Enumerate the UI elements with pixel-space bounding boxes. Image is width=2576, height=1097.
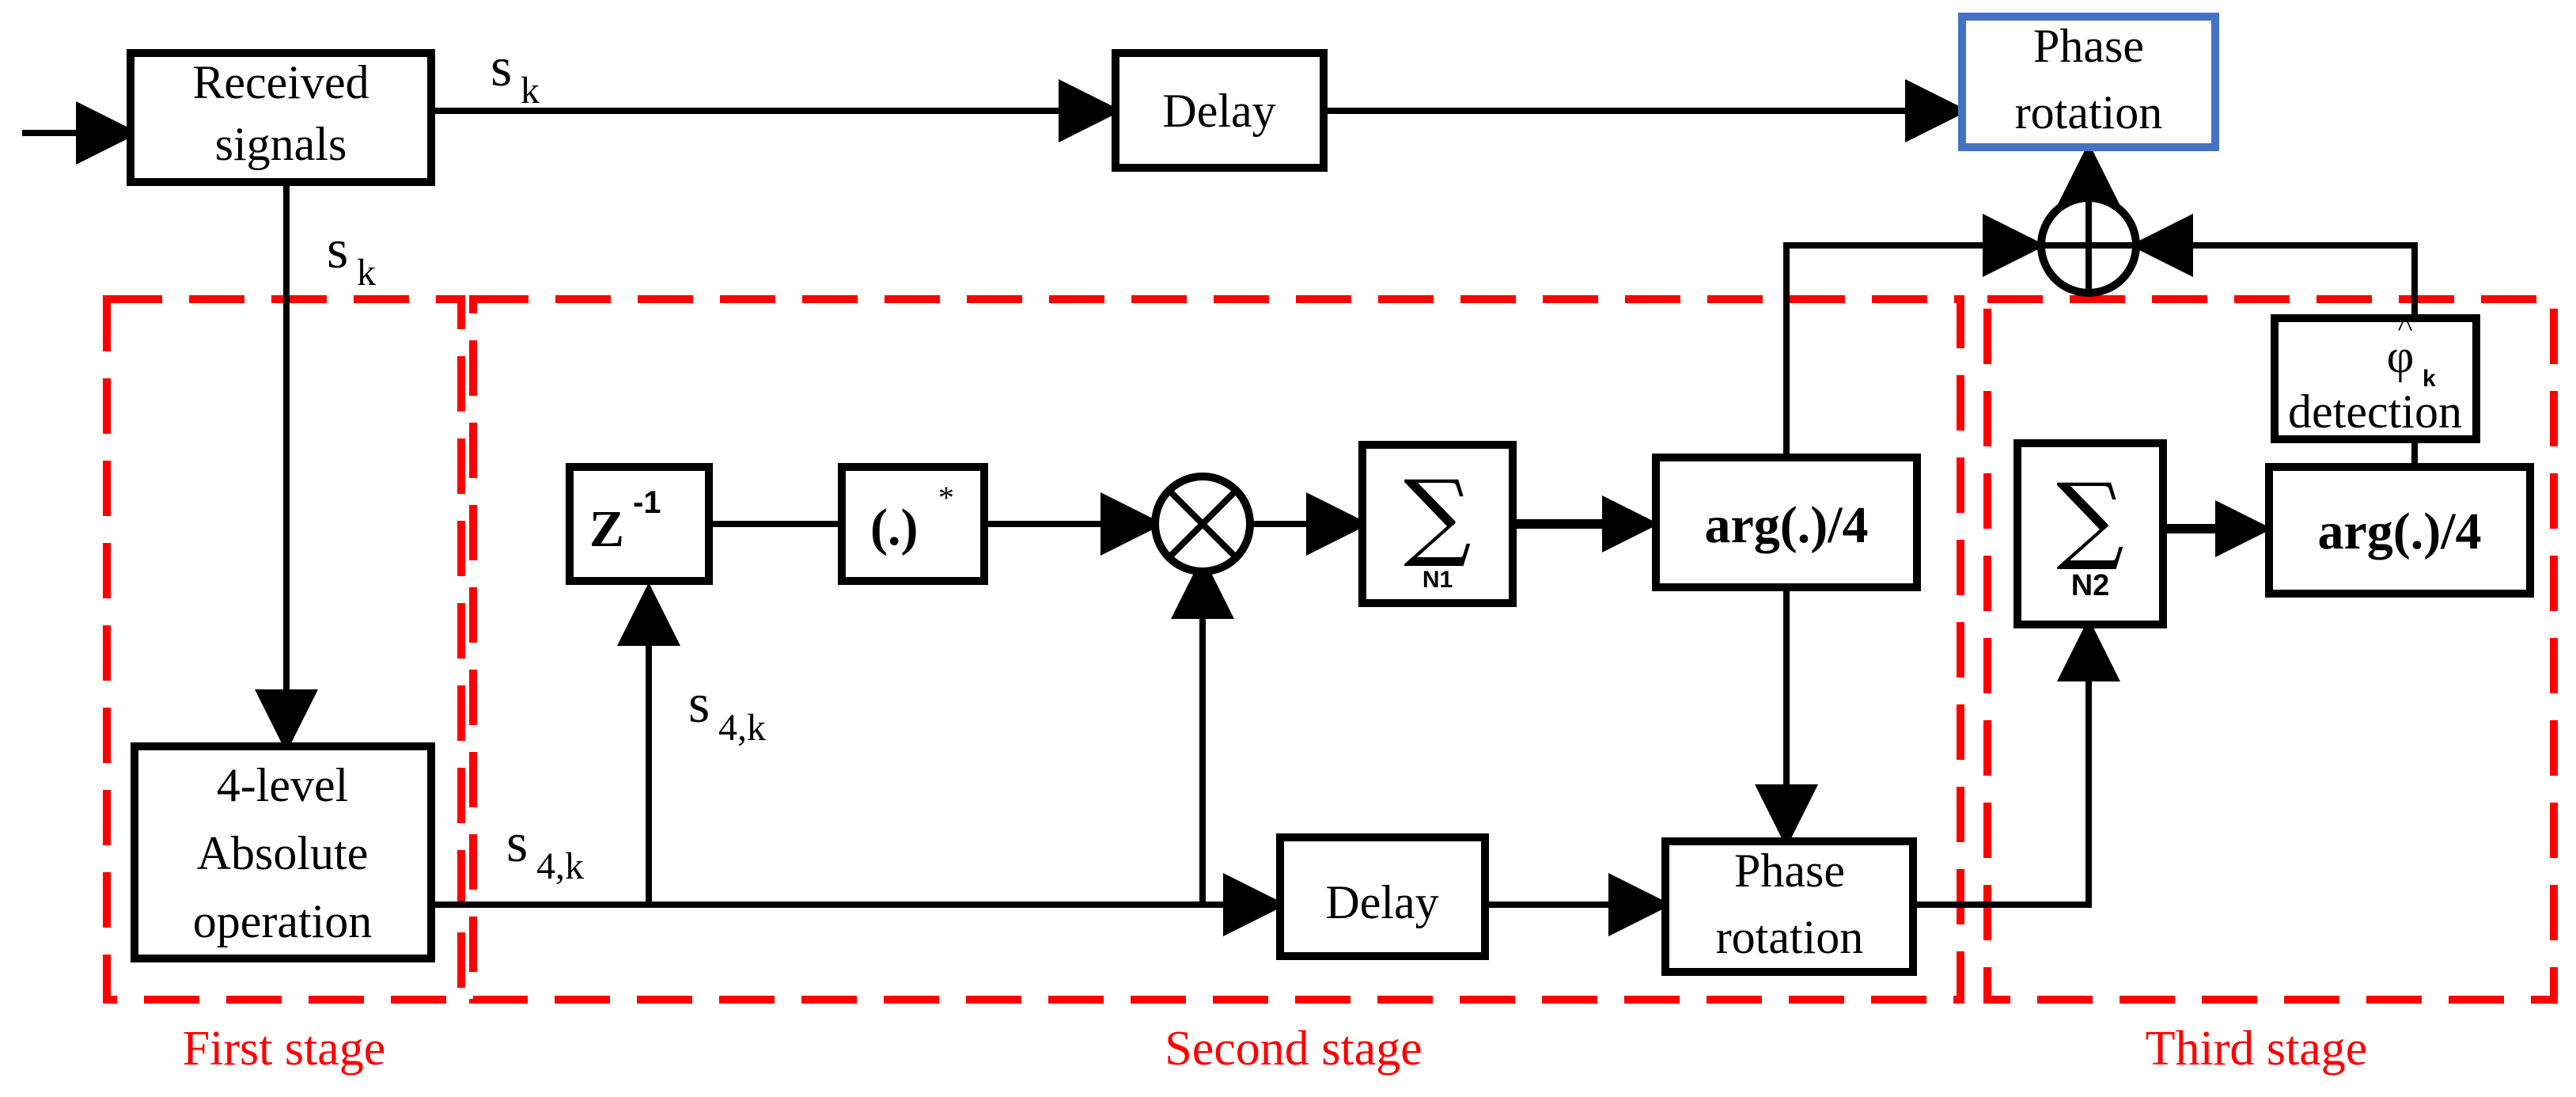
phase-rotation-bottom-line-2: rotation [1716,911,1864,963]
delay-top-block: Delay [1112,49,1328,172]
third-stage-boundary [1983,295,2558,1004]
z-inverse-block: Z -1 [566,463,713,585]
signal-4k-vertical: 4,k [718,707,766,749]
conjugate-block: (.) * [838,463,988,585]
sum-n2-subscript: N2 [2071,569,2110,602]
sum-n1-block: ∑ N1 [1358,441,1517,607]
phi-detection-block: ^ φ k detection [2271,308,2480,443]
signal-label-sk-top: s k [491,37,540,112]
adder-circle [2037,194,2140,297]
z-inverse-label: Z [589,500,624,558]
conjugate-superscript: * [938,480,954,515]
phase-rotation-top-line-2: rotation [2015,86,2163,139]
sum-n2-block: ∑ N2 [2013,439,2167,628]
conjugate-label: (.) [870,499,918,556]
arrow-arg1-to-adder [1783,214,2046,457]
sum-n2-symbol: ∑ [2056,464,2124,574]
received-signals-block: Received signals [127,49,435,186]
signal-label-sk-left: s k [327,219,376,294]
z-inverse-exponent: -1 [633,485,661,520]
signal-k-left: k [357,252,376,294]
phi-detection-hat: ^ [2398,308,2413,344]
arg-div-4-block-2: arg(.)/4 [2265,463,2534,598]
phi-detection-label: detection [2288,385,2462,438]
signal-s-left: s [327,219,348,280]
sum-n1-subscript: N1 [1422,567,1453,593]
signal-s-top: s [491,37,512,98]
absolute-operation-line-1: 4-level [217,759,349,811]
third-stage-caption: Third stage [2146,1022,2368,1076]
signal-s-vertical: s [688,674,710,734]
phase-rotation-bottom-block: Phase rotation [1661,837,1917,976]
delay-bottom-block: Delay [1276,833,1489,960]
received-signals-line-2: signals [215,118,347,170]
second-stage-boundary [469,295,1964,1004]
first-stage-caption: First stage [183,1022,386,1076]
arg-div-4-label-2: arg(.)/4 [2317,503,2481,560]
signal-k-top: k [521,70,540,112]
signal-label-s4k-bus: s 4,k [506,813,584,887]
absolute-operation-line-2: Absolute [197,827,369,879]
arg-div-4-label-1: arg(.)/4 [1704,496,1868,554]
signal-label-s4k-vertical: s 4,k [688,674,766,749]
second-stage-caption: Second stage [1165,1022,1422,1076]
absolute-operation-line-3: operation [193,895,373,947]
arrow-phi-detection-to-adder [2130,214,2418,318]
connections [22,79,2418,936]
received-signals-line-1: Received [192,56,369,108]
phase-rotation-top-line-1: Phase [2033,20,2144,72]
signal-s-bus: s [506,813,528,874]
phase-rotation-bottom-line-1: Phase [1734,845,1845,897]
phi-detection-symbol: φ [2387,330,2415,382]
phi-detection-subscript: k [2423,366,2436,392]
arrow-phase-rotation-to-sum2 [1913,618,2120,908]
delay-top-label: Delay [1162,85,1275,137]
signal-4k-bus: 4,k [536,845,584,887]
multiplier-circle [1151,473,1254,575]
phase-rotation-top-block: Phase rotation [1958,13,2219,151]
absolute-operation-block: 4-level Absolute operation [131,742,435,962]
delay-bottom-label: Delay [1325,876,1438,928]
sum-n1-symbol: ∑ [1404,461,1472,571]
arg-div-4-block-1: arg(.)/4 [1652,454,1921,591]
